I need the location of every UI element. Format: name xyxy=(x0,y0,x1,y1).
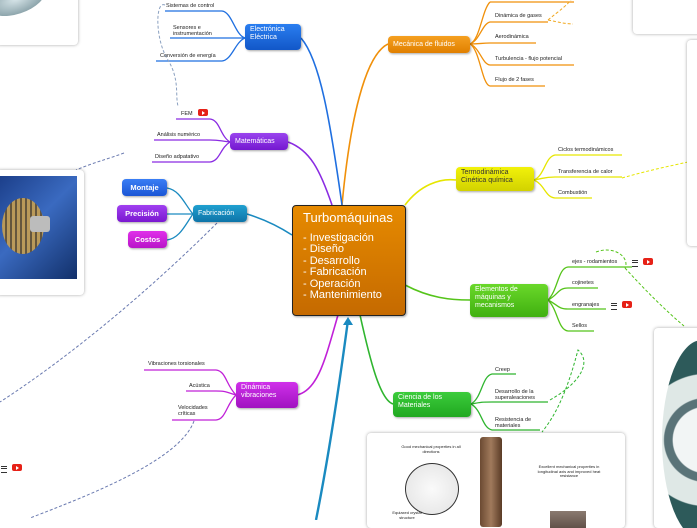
topic-termodinamica[interactable]: Termodinámica Cinética química xyxy=(456,167,534,191)
subtopic-costos[interactable]: Costos xyxy=(128,231,167,248)
leaf-combustion[interactable]: Combustión xyxy=(558,190,588,196)
leaf-sensores-instrumentacion[interactable]: Sensores e instrumentación xyxy=(173,25,212,37)
topic-mecanica-de-fluidos[interactable]: Mecánica de fluidos xyxy=(388,36,470,53)
image-panel-bottom-right xyxy=(654,328,697,528)
image-panel-left xyxy=(0,170,84,295)
leaf-creep[interactable]: Creep xyxy=(495,367,510,373)
leaf-fem[interactable]: FEM xyxy=(181,111,193,117)
image-label-good: Good mechanical properties in all direct… xyxy=(401,444,461,454)
leaf-sistemas-de-control[interactable]: Sistemas de control xyxy=(166,3,215,9)
subtopic-montaje[interactable]: Montaje xyxy=(122,179,167,196)
central-topic[interactable]: Turbomáquinas - Investigación - Diseño -… xyxy=(292,205,406,316)
notes-icon[interactable] xyxy=(632,260,638,267)
central-topic-item: - Desarrollo xyxy=(303,254,360,267)
leaf-turbulencia[interactable]: Turbulencia - flujo potencial xyxy=(495,56,563,62)
blade-image xyxy=(480,437,502,527)
leaf-cojinetes[interactable]: cojinetes xyxy=(572,280,594,286)
leaf-diseno-adaptativo[interactable]: Diseño adpatativo xyxy=(155,154,200,160)
topic-ciencia-de-los-materiales[interactable]: Ciencia de los Materiales xyxy=(393,392,471,417)
central-topic-title: Turbomáquinas xyxy=(303,210,393,225)
topic-fabricacion[interactable]: Fabricación xyxy=(193,205,247,222)
turbine-image xyxy=(0,0,50,23)
rotor-image xyxy=(0,176,77,279)
leaf-vibraciones-torsionales[interactable]: Vibraciones torsionales xyxy=(148,361,205,367)
image-panel-top-right xyxy=(633,0,697,34)
topic-dinamica-vibraciones[interactable]: Dinámica vibraciones xyxy=(236,382,298,408)
leaf-conversion-de-energia[interactable]: Conversión de energía xyxy=(160,53,216,59)
image-label-excellent: Excellent mechanical properties in longi… xyxy=(537,464,601,478)
youtube-icon[interactable] xyxy=(643,258,653,265)
image-label-equiaxed: Equiaxed crystal structure xyxy=(392,510,422,520)
leaf-resistencia-de-materiales[interactable]: Resistencia de materiales xyxy=(495,417,532,429)
image-panel-top-left xyxy=(0,0,78,45)
turbine-disc-image xyxy=(662,340,697,528)
subtopic-precision[interactable]: Precisión xyxy=(117,205,167,222)
youtube-icon[interactable] xyxy=(12,464,22,471)
image-panel-bottom: Good mechanical properties in all direct… xyxy=(367,433,625,528)
leaf-ejes-rodamientos[interactable]: ejes - rodamientos xyxy=(572,259,618,265)
leaf-superaleaciones[interactable]: Desarrollo de la superaleaciones xyxy=(495,389,536,401)
leaf-transferencia-de-calor[interactable]: Transferencia de calor xyxy=(558,169,613,175)
leaf-analisis-numerico[interactable]: Análisis numérico xyxy=(157,132,201,138)
central-topic-item: - Diseño xyxy=(303,243,344,255)
leaf-velocidades-criticas[interactable]: Velocidades críticas xyxy=(178,405,208,417)
leaf-acustica[interactable]: Acústica xyxy=(189,383,210,389)
central-topic-item: - Operación xyxy=(303,277,361,290)
central-topic-item: - Investigación xyxy=(303,231,374,244)
central-topic-item: - Mantenimiento xyxy=(303,289,382,301)
notes-icon[interactable] xyxy=(1,466,7,473)
microstructure-image xyxy=(405,463,459,515)
leaf-aerodinamica[interactable]: Aerodinámica xyxy=(495,34,529,40)
image-panel-right xyxy=(687,40,697,246)
leaf-flujo-2-fases[interactable]: Flujo de 2 fases xyxy=(495,77,534,83)
topic-electronica-electrica[interactable]: Electrónica Eléctrica xyxy=(245,24,301,50)
leaf-sellos[interactable]: Sellos xyxy=(572,323,587,329)
topic-elementos-de-maquinas[interactable]: Elementos de máquinas y mecanismos xyxy=(470,284,548,317)
leaf-ciclos-termodinamicos[interactable]: Ciclos termodinámicos xyxy=(558,147,614,153)
leaf-dinamica-de-gases[interactable]: Dinámica de gases xyxy=(495,13,542,19)
youtube-icon[interactable] xyxy=(622,301,632,308)
topic-matematicas[interactable]: Matemáticas xyxy=(230,133,288,150)
central-topic-item: - Fabricación xyxy=(303,266,367,278)
leaf-engranajes[interactable]: engranajes xyxy=(572,302,600,308)
youtube-icon[interactable] xyxy=(198,109,208,116)
notes-icon[interactable] xyxy=(611,303,617,310)
